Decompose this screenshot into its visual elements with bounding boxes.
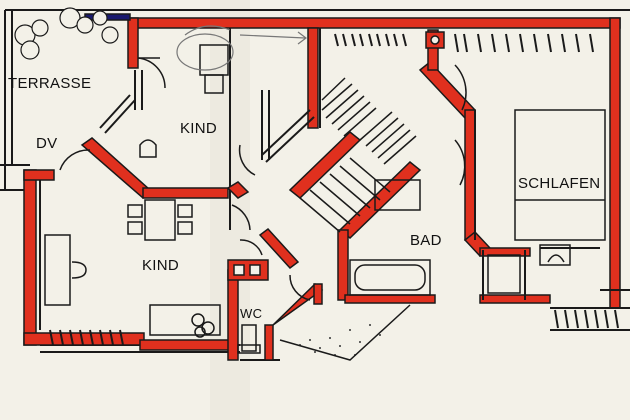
terrace-plants — [14, 7, 119, 60]
furniture — [44, 44, 606, 354]
bathtub — [349, 259, 431, 296]
label-terrasse: TERRASSE — [8, 75, 91, 92]
label-kind-top: KIND — [180, 120, 217, 137]
partition-walls — [39, 28, 630, 331]
kind-bottom-bed — [44, 234, 71, 306]
label-wc: WC — [240, 306, 262, 321]
label-schlafen: SCHLAFEN — [518, 175, 600, 192]
pencil-sketch — [176, 25, 307, 71]
wc-toilet — [241, 324, 257, 352]
staircase — [299, 77, 417, 233]
double-bed — [514, 109, 606, 241]
label-kind-bottom: KIND — [142, 257, 179, 274]
door-swings — [59, 57, 467, 301]
label-bad: BAD — [410, 232, 442, 249]
patio-outline — [279, 304, 411, 361]
dining-table — [144, 199, 176, 241]
chimney-boxes — [227, 31, 445, 281]
window-hatches — [49, 33, 619, 346]
label-dv: DV — [36, 135, 57, 152]
